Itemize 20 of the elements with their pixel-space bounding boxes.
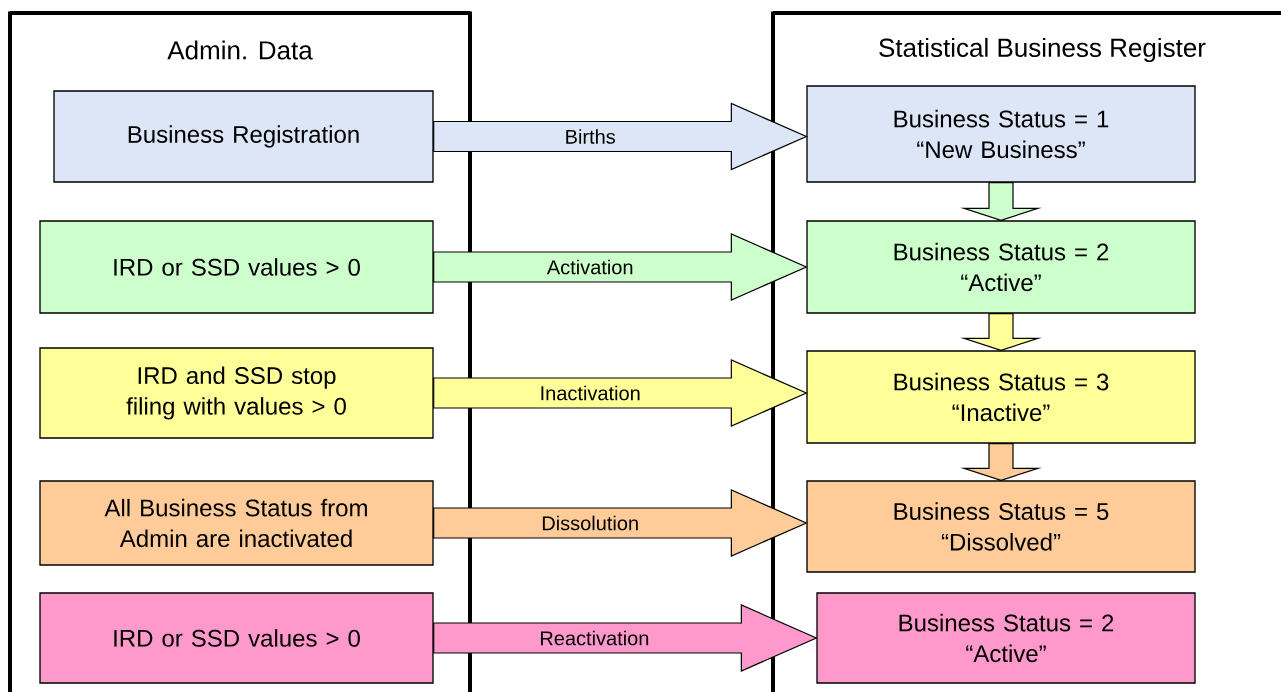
edge-label: Activation	[545, 258, 635, 276]
process-box: Business Status = 2 “Active”	[816, 592, 1196, 684]
process-box: Business Registration	[53, 90, 434, 183]
edge-label: Reactivation	[538, 629, 651, 647]
process-box: All Business Status from Admin are inactivated	[39, 480, 434, 566]
panel-title: Statistical Business Register	[879, 37, 1206, 63]
panel-title: Admin. Data	[167, 40, 313, 60]
block-arrow	[960, 182, 1042, 221]
process-box: Business Status = 3 “Inactive”	[806, 350, 1196, 444]
block-arrow	[433, 102, 808, 171]
process-box: IRD and SSD stop filing with values > 0	[39, 347, 434, 439]
process-box: Business Status = 2 “Active”	[806, 220, 1196, 314]
edge-label: Dissolution	[539, 514, 641, 532]
block-arrow	[960, 443, 1042, 481]
edge-label: Inactivation	[538, 384, 643, 402]
process-box: IRD or SSD values > 0	[39, 592, 434, 684]
process-box: IRD or SSD values > 0	[39, 220, 434, 314]
process-box: Business Status = 1 “New Business”	[806, 85, 1196, 183]
block-arrow	[960, 313, 1042, 351]
process-box: Business Status = 5 “Dissolved”	[806, 480, 1196, 573]
